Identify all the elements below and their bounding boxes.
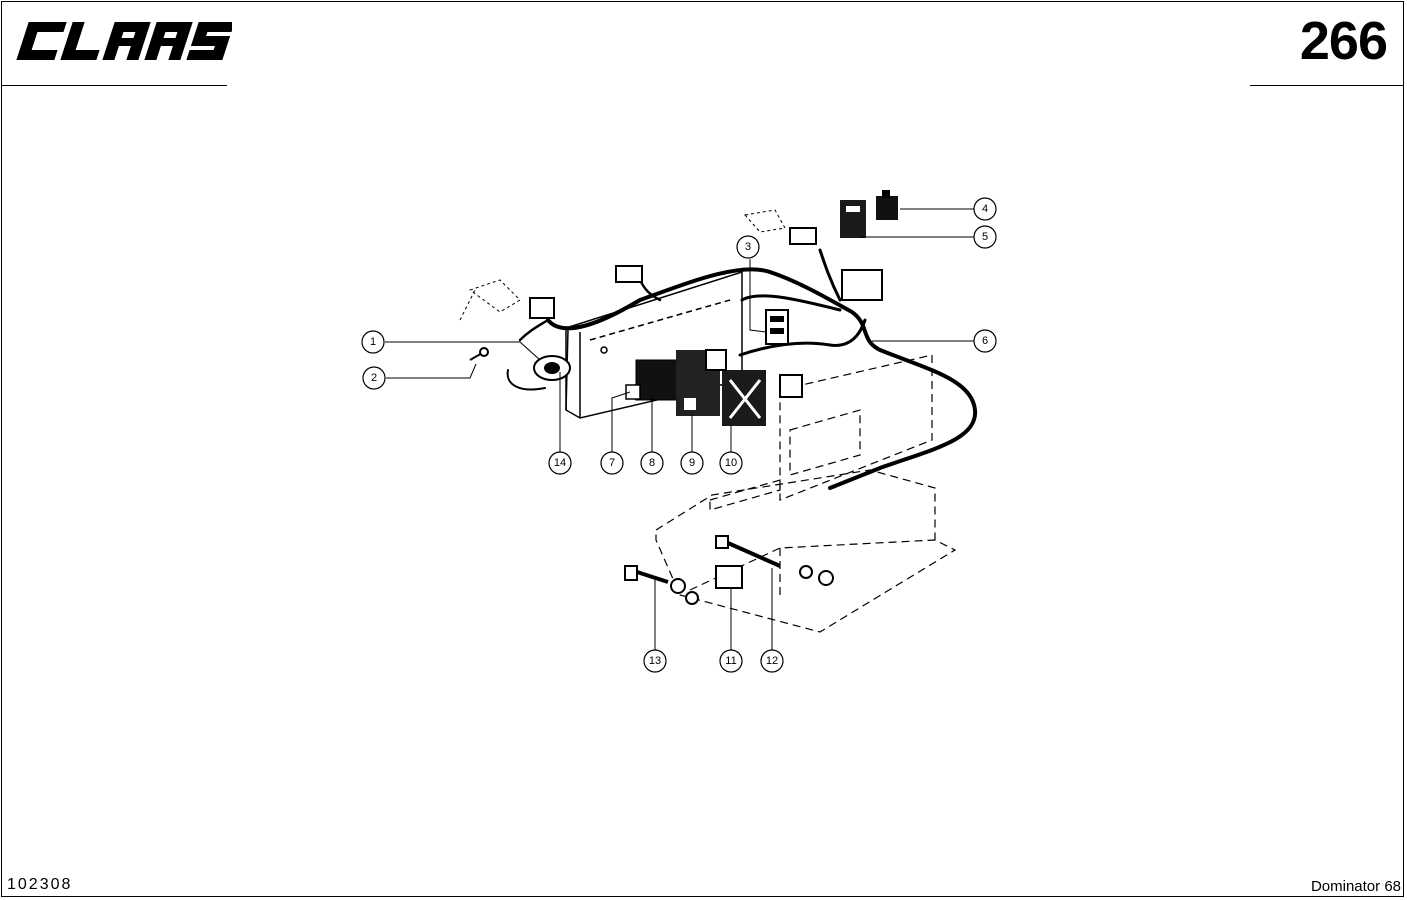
callout-5-label: 5 [982,231,988,243]
callout-3-label: 3 [745,241,751,253]
relay-5 [840,200,866,238]
callout-2: 2 [362,366,386,390]
callout-1-label: 1 [370,336,376,348]
callout-13-label: 13 [649,655,661,667]
callout-6-label: 6 [982,335,988,347]
callout-12-label: 12 [766,655,778,667]
callout-11-label: 11 [725,655,736,667]
sensor-1 [533,355,571,381]
phantom-connector [459,209,786,321]
relay-4 [876,190,898,220]
callout-10: 10 [719,451,743,475]
callout-13: 13 [643,649,667,673]
callout-8: 8 [640,451,664,475]
long-bolt-12 [715,535,781,568]
callout-11: 11 [719,649,743,673]
model-label: Dominator 68 [1310,878,1401,895]
callout-3: 3 [736,235,760,259]
washers-and-nuts [670,565,834,605]
callout-10-label: 10 [725,457,737,469]
callout-2-label: 2 [371,372,377,384]
callout-12: 12 [760,649,784,673]
header-rule-right [1250,85,1404,86]
claas-logo [16,22,232,60]
callout-5: 5 [973,225,997,249]
screw-2 [469,347,489,361]
callout-4-label: 4 [982,203,988,215]
callout-7-label: 7 [609,457,615,469]
connector-top [529,227,883,319]
wiring-harness-cable [506,248,978,490]
callout-4: 4 [973,197,997,221]
connector-plug [705,349,803,398]
spacer-11 [715,565,743,589]
callout-14-label: 14 [554,457,566,469]
page-number: 266 [1299,11,1388,71]
callout-6: 6 [973,329,997,353]
relay-block-10 [722,370,766,426]
connector-3 [765,309,789,345]
drawing-number: 102308 [7,876,73,893]
callout-9-label: 9 [689,457,695,469]
callout-7: 7 [600,451,624,475]
callout-14: 14 [548,451,572,475]
callout-8-label: 8 [649,457,655,469]
header-rule-left [1,85,227,86]
leader-lines [385,208,974,650]
bolt-13 [624,565,669,584]
callout-9: 9 [680,451,704,475]
callout-1: 1 [361,330,385,354]
